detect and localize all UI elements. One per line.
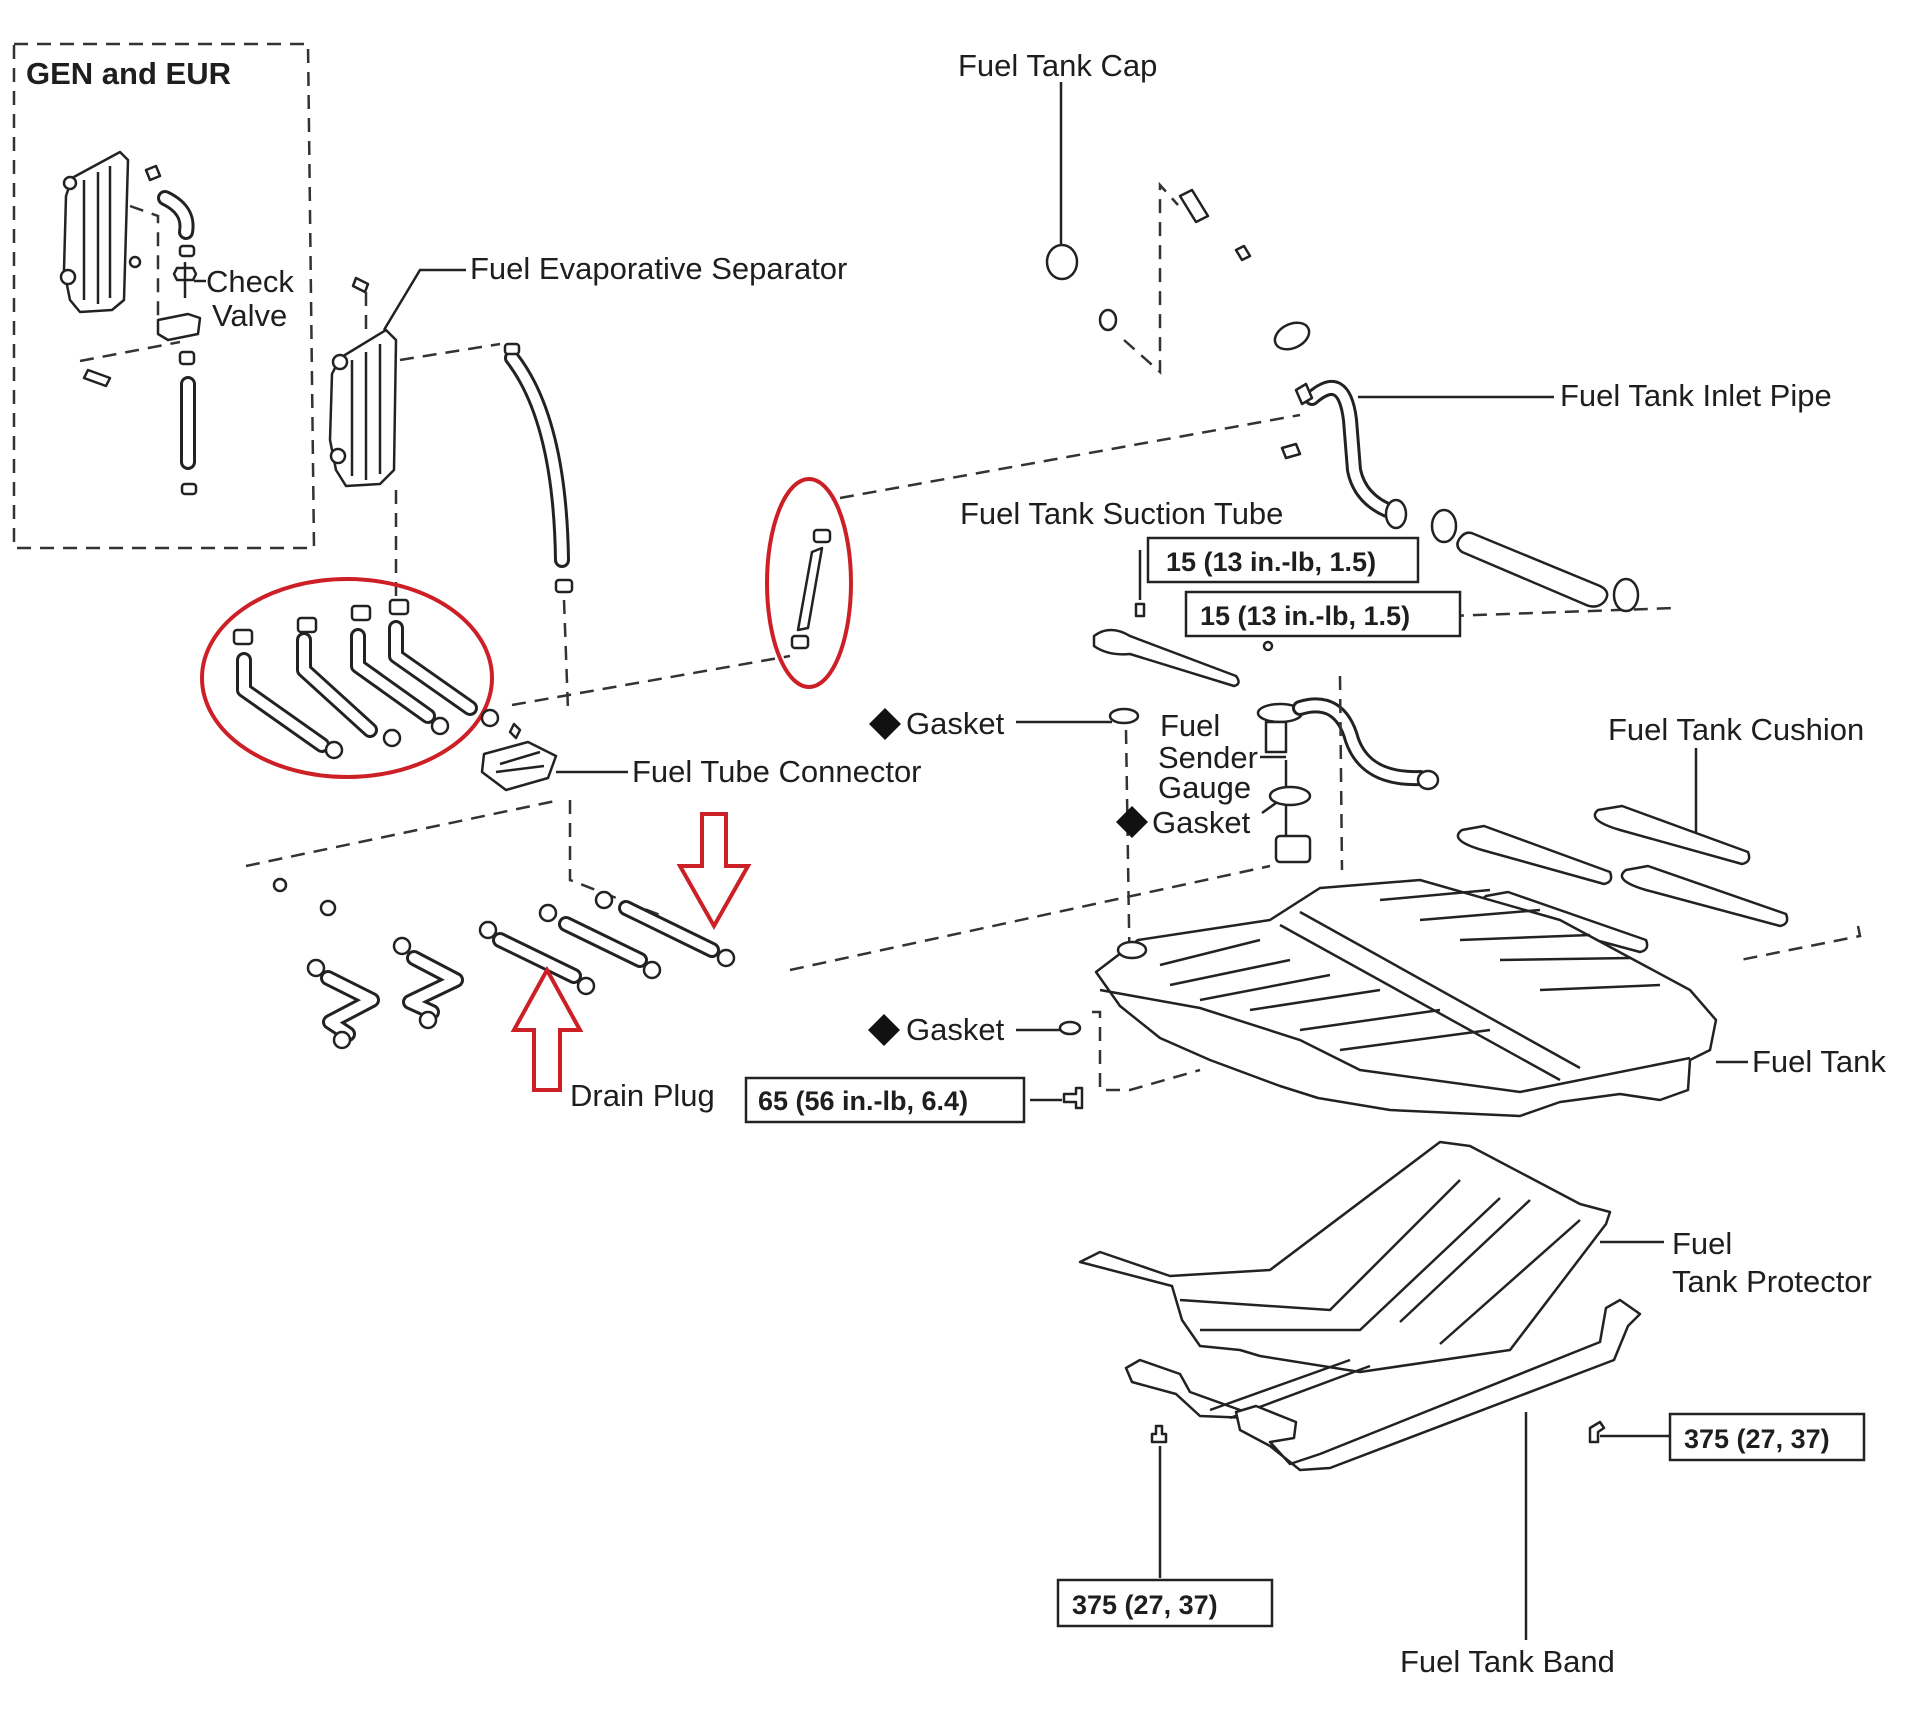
fuel-tank-group: Fuel Tank	[1094, 878, 1886, 1118]
fuel-tank-cap-drawing	[1045, 243, 1079, 281]
red-arrow-down	[676, 812, 752, 931]
gasket-upper-drawing	[1108, 707, 1140, 725]
torque-suction-1: 15 (13 in.-lb, 1.5)	[1166, 547, 1376, 577]
inset-separator-drawing	[59, 150, 142, 314]
torque-box-suction-2	[1184, 590, 1462, 638]
suction-tube-drawing	[1092, 628, 1240, 688]
gasket-drain-label: Gasket	[906, 1012, 1005, 1047]
sender-gauge-label-line2: Sender	[1158, 740, 1258, 775]
fuel-tube-connector-label: Fuel Tube Connector	[632, 754, 922, 789]
cushion-pad	[1593, 804, 1751, 866]
torque-box-drain	[744, 1076, 1026, 1124]
drain-plug-group: Gasket Drain Plug 65 (56 in.-lb, 6.4)	[570, 1010, 1201, 1124]
inset-title: GEN and EUR	[26, 56, 231, 91]
fuel-tank-inlet-pipe-group: Fuel Tank Inlet Pipe	[1280, 378, 1832, 613]
fuel-evaporative-separator-label: Fuel Evaporative Separator	[470, 251, 847, 286]
lower-fuel-lines	[272, 877, 736, 1050]
vent-hose	[503, 342, 574, 711]
fuel-evaporative-separator-group: Fuel Evaporative Separator	[328, 251, 847, 600]
highlighted-single-hose	[765, 477, 853, 689]
non-reusable-diamond-icon	[869, 708, 901, 740]
check-valve-label-line1: Check	[206, 264, 294, 299]
torque-band-right: 375 (27, 37)	[1684, 1424, 1830, 1454]
fuel-tank-band-drawing	[1234, 1298, 1642, 1472]
band-bolt-left	[1150, 1424, 1168, 1444]
fuel-tube-connector-drawing	[480, 740, 558, 792]
red-ellipse-annotation	[765, 477, 853, 689]
torque-box-band-left	[1056, 1578, 1274, 1628]
torque-drain-plug: 65 (56 in.-lb, 6.4)	[758, 1086, 968, 1116]
sender-gauge-label-line1: Fuel	[1160, 708, 1220, 743]
fuel-tank-protector-label-line2: Tank Protector	[1672, 1264, 1872, 1299]
bent-hoses	[232, 598, 500, 760]
band-bolt-right	[1588, 1420, 1606, 1444]
fuel-tank-suction-tube-group: Fuel Tank Suction Tube 15 (13 in.-lb, 1.…	[960, 496, 1462, 688]
check-valve-label-line2: Valve	[212, 298, 287, 333]
non-reusable-diamond-icon-2	[1116, 806, 1148, 838]
band-bolt-left-group: 375 (27, 37)	[1056, 1424, 1274, 1628]
highlighted-hose-set	[200, 577, 500, 779]
cushion-pad	[1456, 824, 1613, 886]
fuel-tank-cushion-label: Fuel Tank Cushion	[1608, 712, 1864, 747]
non-reusable-diamond-icon-3	[868, 1014, 900, 1046]
red-arrow-up	[510, 965, 584, 1092]
fuel-tank-inlet-pipe-label: Fuel Tank Inlet Pipe	[1560, 378, 1832, 413]
sender-gauge-label-line3: Gauge	[1158, 770, 1251, 805]
fuel-tank-label: Fuel Tank	[1752, 1044, 1886, 1079]
torque-box-band-right	[1668, 1412, 1866, 1462]
inset-border	[12, 42, 316, 550]
torque-box-suction-1	[1146, 536, 1420, 584]
torque-suction-2: 15 (13 in.-lb, 1.5)	[1200, 601, 1410, 631]
fuel-tank-protector-group: Fuel Tank Protector	[1078, 1140, 1872, 1374]
fuel-tank-band-label: Fuel Tank Band	[1400, 1644, 1615, 1679]
fuel-tank-band-group: Fuel Tank Band	[1124, 1298, 1642, 1679]
fuel-tank-cap-group: Fuel Tank Cap	[958, 48, 1311, 375]
gasket-sender-label: Gasket	[1152, 805, 1251, 840]
check-valve-drawing	[172, 262, 198, 298]
red-circle-annotation	[200, 577, 494, 779]
cushion-pad	[1620, 864, 1789, 928]
fuel-tube-connector-group: Fuel Tube Connector	[480, 722, 922, 792]
fuel-tank-suction-tube-label: Fuel Tank Suction Tube	[960, 496, 1283, 531]
gasket-upper-label: Gasket	[906, 706, 1005, 741]
fuel-tank-protector-label-line1: Fuel	[1672, 1226, 1732, 1261]
torque-band-left: 375 (27, 37)	[1072, 1590, 1218, 1620]
fuel-tank-protector-drawing	[1078, 1140, 1612, 1374]
fuel-sender-gauge-group: Gasket Fuel Sender Gauge Gasket	[869, 675, 1440, 991]
band-bolt-right-group: 375 (27, 37)	[1588, 1412, 1866, 1462]
fuel-tank-drawing	[1094, 878, 1718, 1118]
fuel-tank-cap-label: Fuel Tank Cap	[958, 48, 1157, 83]
inset-gen-eur: GEN and EUR Check Valve	[12, 42, 316, 550]
drain-plug-label: Drain Plug	[570, 1078, 715, 1113]
